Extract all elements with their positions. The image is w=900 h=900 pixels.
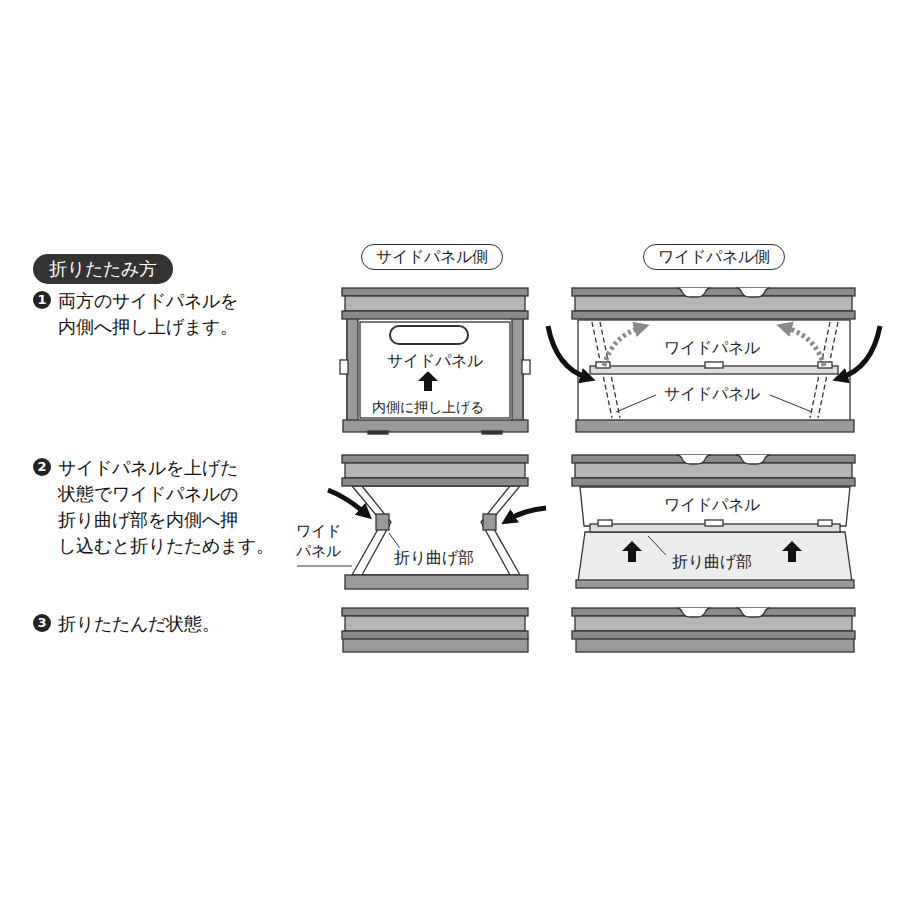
lid [342, 288, 528, 296]
box-side-folding [483, 514, 496, 530]
box-side-folding [297, 486, 528, 589]
part-label: 折り曲げ部 [391, 548, 477, 569]
push-arrow [784, 327, 824, 366]
lid [345, 616, 525, 631]
box-side-folding [376, 514, 389, 530]
lid [677, 455, 711, 464]
lid [572, 455, 855, 463]
lid [575, 616, 852, 631]
box-side-view [482, 431, 502, 434]
title-badge: 折りたたみ方 [33, 254, 173, 284]
push-arrow [508, 508, 546, 520]
box-side-view [512, 318, 523, 422]
part-label: サイドパネル [661, 384, 763, 405]
part-label: ワイドパネル [661, 338, 763, 359]
push-arrow [604, 327, 642, 366]
lid [342, 608, 528, 616]
step-text: 両方のサイドパネルを 内側へ押し上げます。 [58, 288, 249, 340]
header-pill: サイドパネル側 [361, 244, 503, 270]
box-side-view [390, 326, 468, 344]
box-side-view [347, 318, 523, 422]
part-label: 折り曲げ部 [669, 552, 755, 573]
box-side-view [418, 371, 438, 391]
box-side-view [522, 360, 530, 374]
callout-number: 3 [33, 614, 51, 632]
lid [345, 463, 525, 478]
lid [345, 296, 525, 311]
lid [342, 478, 528, 486]
box-folded [343, 638, 854, 652]
lid [572, 631, 855, 639]
push-arrow [328, 490, 366, 514]
lid [342, 311, 528, 319]
lid [677, 608, 711, 617]
step-text: サイドパネルを上げた 状態でワイドパネルの 折り曲げ部を内側へ押 し込むと折りた… [58, 455, 285, 559]
lid [572, 608, 855, 616]
lid [736, 455, 770, 464]
box-wide-view [578, 320, 850, 422]
lid [342, 288, 528, 319]
box-wide-view [576, 320, 854, 432]
lid [342, 288, 855, 639]
box-wide-view [576, 420, 854, 432]
box-side-view [340, 318, 530, 434]
box-side-view [343, 420, 528, 432]
lid [342, 631, 528, 639]
box-folded [343, 638, 528, 652]
box-wide-folding [576, 580, 854, 588]
push-arrow [328, 490, 546, 520]
lid [342, 455, 528, 463]
push-arrow [548, 326, 880, 378]
box-wide-folding [580, 487, 850, 526]
box-side-view [368, 431, 388, 434]
lid [572, 478, 855, 486]
header-pill: ワイドパネル側 [643, 244, 785, 270]
box-wide-folding [705, 520, 723, 526]
box-wide-folding [818, 520, 832, 526]
step-text: 折りたたんだ状態。 [58, 611, 274, 637]
header-text: サイドパネル側 [376, 247, 488, 266]
lid [575, 296, 852, 311]
push-arrow [840, 326, 880, 378]
box-side-folding [362, 486, 510, 575]
part-label: ワイドパネル [661, 495, 763, 516]
action-label: 内側に押し上げる [369, 398, 487, 416]
box-side-folding [345, 575, 528, 589]
lid [572, 311, 855, 319]
push-arrow [548, 326, 588, 378]
box-wide-view [705, 362, 723, 368]
lid [572, 455, 855, 486]
box-side-view [340, 360, 348, 374]
part-label: ワイド パネル [296, 521, 347, 561]
lid [572, 288, 855, 319]
lid [342, 608, 528, 639]
box-wide-folding [648, 536, 666, 555]
lid [572, 608, 855, 639]
box-wide-folding [578, 532, 852, 582]
lid [342, 455, 528, 486]
callout-number: 2 [33, 458, 51, 476]
lid [575, 463, 852, 478]
lid [572, 288, 855, 296]
header-text: ワイドパネル側 [658, 247, 770, 266]
lid [677, 288, 711, 297]
box-folded [576, 638, 854, 652]
callout-number: 1 [33, 291, 51, 309]
part-label: サイドパネル [384, 351, 486, 372]
box-wide-folding [576, 487, 854, 588]
lid [736, 608, 770, 617]
lid [736, 288, 770, 297]
box-side-view [360, 322, 510, 418]
box-wide-folding [598, 520, 612, 526]
box-side-folding [352, 486, 520, 575]
